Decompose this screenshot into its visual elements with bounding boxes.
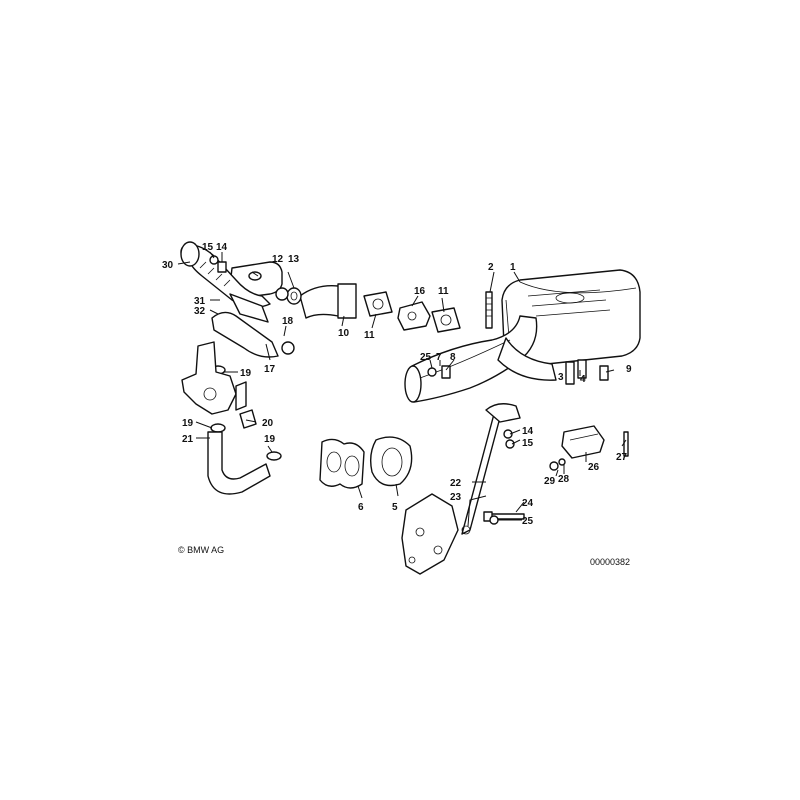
callout-2: 2 [488,262,494,273]
callout-14b: 14 [522,426,534,437]
callout-27: 27 [616,452,628,463]
callout-18: 18 [282,316,294,327]
bracket-23 [401,493,459,575]
callout-31: 31 [194,296,206,307]
callout-1: 1 [510,262,516,273]
callout-28: 28 [558,474,570,485]
callout-10: 10 [338,328,350,339]
fasteners [209,255,629,525]
callout-labels: 1 2 3 4 5 6 7 8 9 10 11 11 12 13 14 14 1… [162,242,632,527]
muffler [501,269,641,385]
part-drawings [177,241,641,575]
callout-29: 29 [544,476,556,487]
callout-3: 3 [558,372,564,383]
callout-16: 16 [414,286,426,297]
callout-22: 22 [450,478,462,489]
callout-5: 5 [392,502,398,513]
strut [461,403,521,535]
copyright-text: © BMW AG [178,545,225,555]
bracket-16 [397,301,431,331]
callout-6: 6 [358,502,364,513]
callout-25a: 25 [420,352,432,363]
callout-13: 13 [288,254,300,265]
callout-17: 17 [264,364,276,375]
callout-19b: 19 [182,418,194,429]
hose-21 [207,431,271,495]
sealing-ring [286,287,302,305]
callout-12: 12 [272,254,284,265]
callout-23: 23 [450,492,462,503]
callout-26: 26 [588,462,600,473]
rubber-mount [561,425,605,459]
callout-8: 8 [450,352,456,363]
callout-9: 9 [626,364,632,375]
callout-4: 4 [580,374,586,385]
callout-15a: 15 [202,242,214,253]
leader-lines [177,251,627,527]
callout-15b: 15 [522,438,534,449]
callout-20: 20 [262,418,274,429]
flange-gaskets [363,291,461,333]
valve-housing [181,341,247,415]
stud [485,291,493,329]
diagram-id: 00000382 [590,557,631,567]
callout-19a: 19 [240,368,252,379]
exhaust-gaskets [319,436,413,489]
callout-11b: 11 [438,286,449,297]
callout-24: 24 [522,498,534,509]
callout-30: 30 [162,260,174,271]
hoses [180,241,279,358]
callout-21: 21 [182,434,194,445]
callout-11a: 11 [364,330,375,341]
callout-32: 32 [194,306,206,317]
callout-14a: 14 [216,242,228,253]
callout-7: 7 [436,352,442,363]
front-pipe [404,315,557,403]
callout-25b: 25 [522,516,534,527]
callout-19c: 19 [264,434,276,445]
